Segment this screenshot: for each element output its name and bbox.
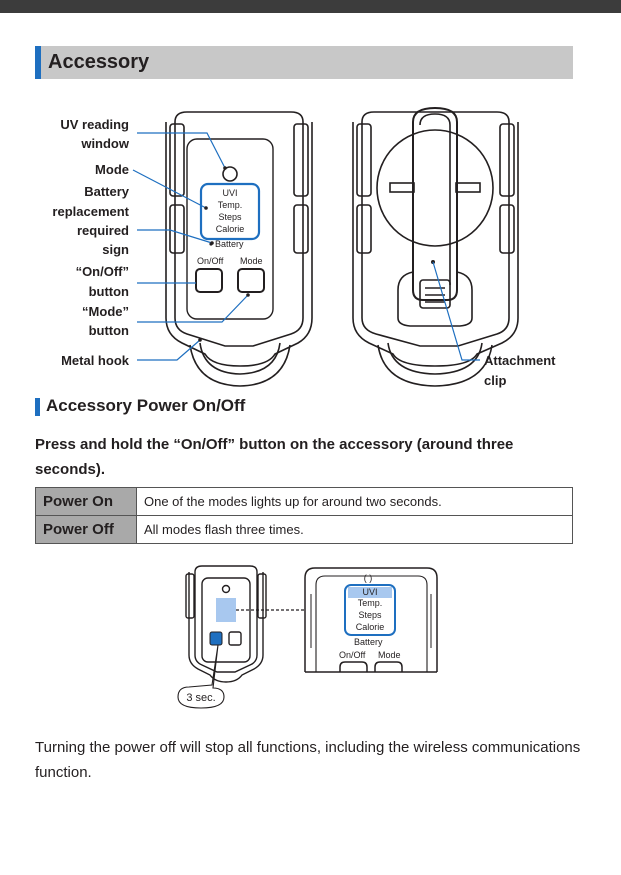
device-onoff-label: On/Off	[197, 256, 224, 266]
subsection-title: Accessory Power On/Off	[46, 396, 246, 415]
callout-clip-line1: Attachment	[484, 353, 556, 368]
device-mode-label: Mode	[240, 256, 263, 266]
back-view-device	[352, 106, 519, 387]
callout-battery-line3: required	[77, 223, 129, 238]
footer-text: Turning the power off will stop all func…	[35, 739, 581, 781]
subsection-accent-bar	[35, 398, 40, 416]
section-header: Accessory	[35, 46, 573, 79]
small-device-highlight	[216, 598, 236, 622]
device-battery-label: Battery	[215, 239, 244, 249]
instruction-text: Press and hold the “On/Off” button on th…	[35, 436, 514, 478]
front-view-device	[165, 111, 313, 387]
duration-label: 3 sec.	[186, 692, 215, 704]
callout-endpoints	[198, 166, 250, 342]
device-mode-steps: Steps	[218, 212, 242, 222]
callout-uv-window-line2: window	[80, 136, 130, 151]
section-title: Accessory	[48, 51, 150, 73]
zoom-battery-label: Battery	[354, 637, 383, 647]
zoom-mode-steps: Steps	[358, 610, 382, 620]
zoom-panel	[304, 567, 438, 673]
callout-lines	[132, 132, 249, 361]
callout-mode: Mode	[95, 162, 129, 177]
callout-mode-button-line1: “Mode”	[82, 304, 129, 319]
table-value-power-off: All modes flash three times.	[136, 515, 573, 544]
callout-metal-hook: Metal hook	[61, 353, 130, 368]
small-onoff-button	[209, 631, 223, 646]
zoom-onoff-label: On/Off	[339, 650, 366, 660]
power-table: Power On One of the modes lights up for …	[35, 487, 573, 544]
zoom-mode-uvi: UVI	[362, 587, 377, 597]
callout-onoff-line1: “On/Off”	[76, 264, 129, 279]
section-accent-bar	[35, 46, 41, 79]
zoom-mode-temp: Temp.	[358, 598, 383, 608]
callout-battery-line2: replacement	[52, 204, 129, 219]
table-row: Power On One of the modes lights up for …	[35, 487, 573, 516]
device-mode-temp: Temp.	[218, 200, 243, 210]
callout-battery-line4: sign	[102, 242, 129, 257]
zoom-mode-label: Mode	[378, 650, 401, 660]
device-mode-calorie: Calorie	[216, 224, 245, 234]
callout-battery-line1: Battery	[84, 184, 130, 199]
clip-callout-line	[432, 261, 480, 361]
top-bar	[0, 0, 621, 13]
callout-clip-line2: clip	[484, 373, 506, 388]
callout-uv-window-line1: UV reading	[60, 117, 129, 132]
table-value-power-on: One of the modes lights up for around tw…	[136, 487, 573, 516]
small-device	[185, 565, 267, 683]
zoom-highlight	[348, 587, 392, 598]
table-key-power-on: Power On	[35, 487, 137, 516]
callout-onoff-line2: button	[89, 284, 129, 299]
zoom-mode-calorie: Calorie	[356, 622, 385, 632]
callout-mode-button-line2: button	[89, 323, 129, 338]
duration-bubble	[177, 644, 225, 709]
table-row: Power Off All modes flash three times.	[35, 515, 573, 544]
zoom-bracket: ( )	[364, 573, 373, 583]
device-mode-uvi: UVI	[222, 188, 237, 198]
table-key-power-off: Power Off	[35, 515, 137, 544]
